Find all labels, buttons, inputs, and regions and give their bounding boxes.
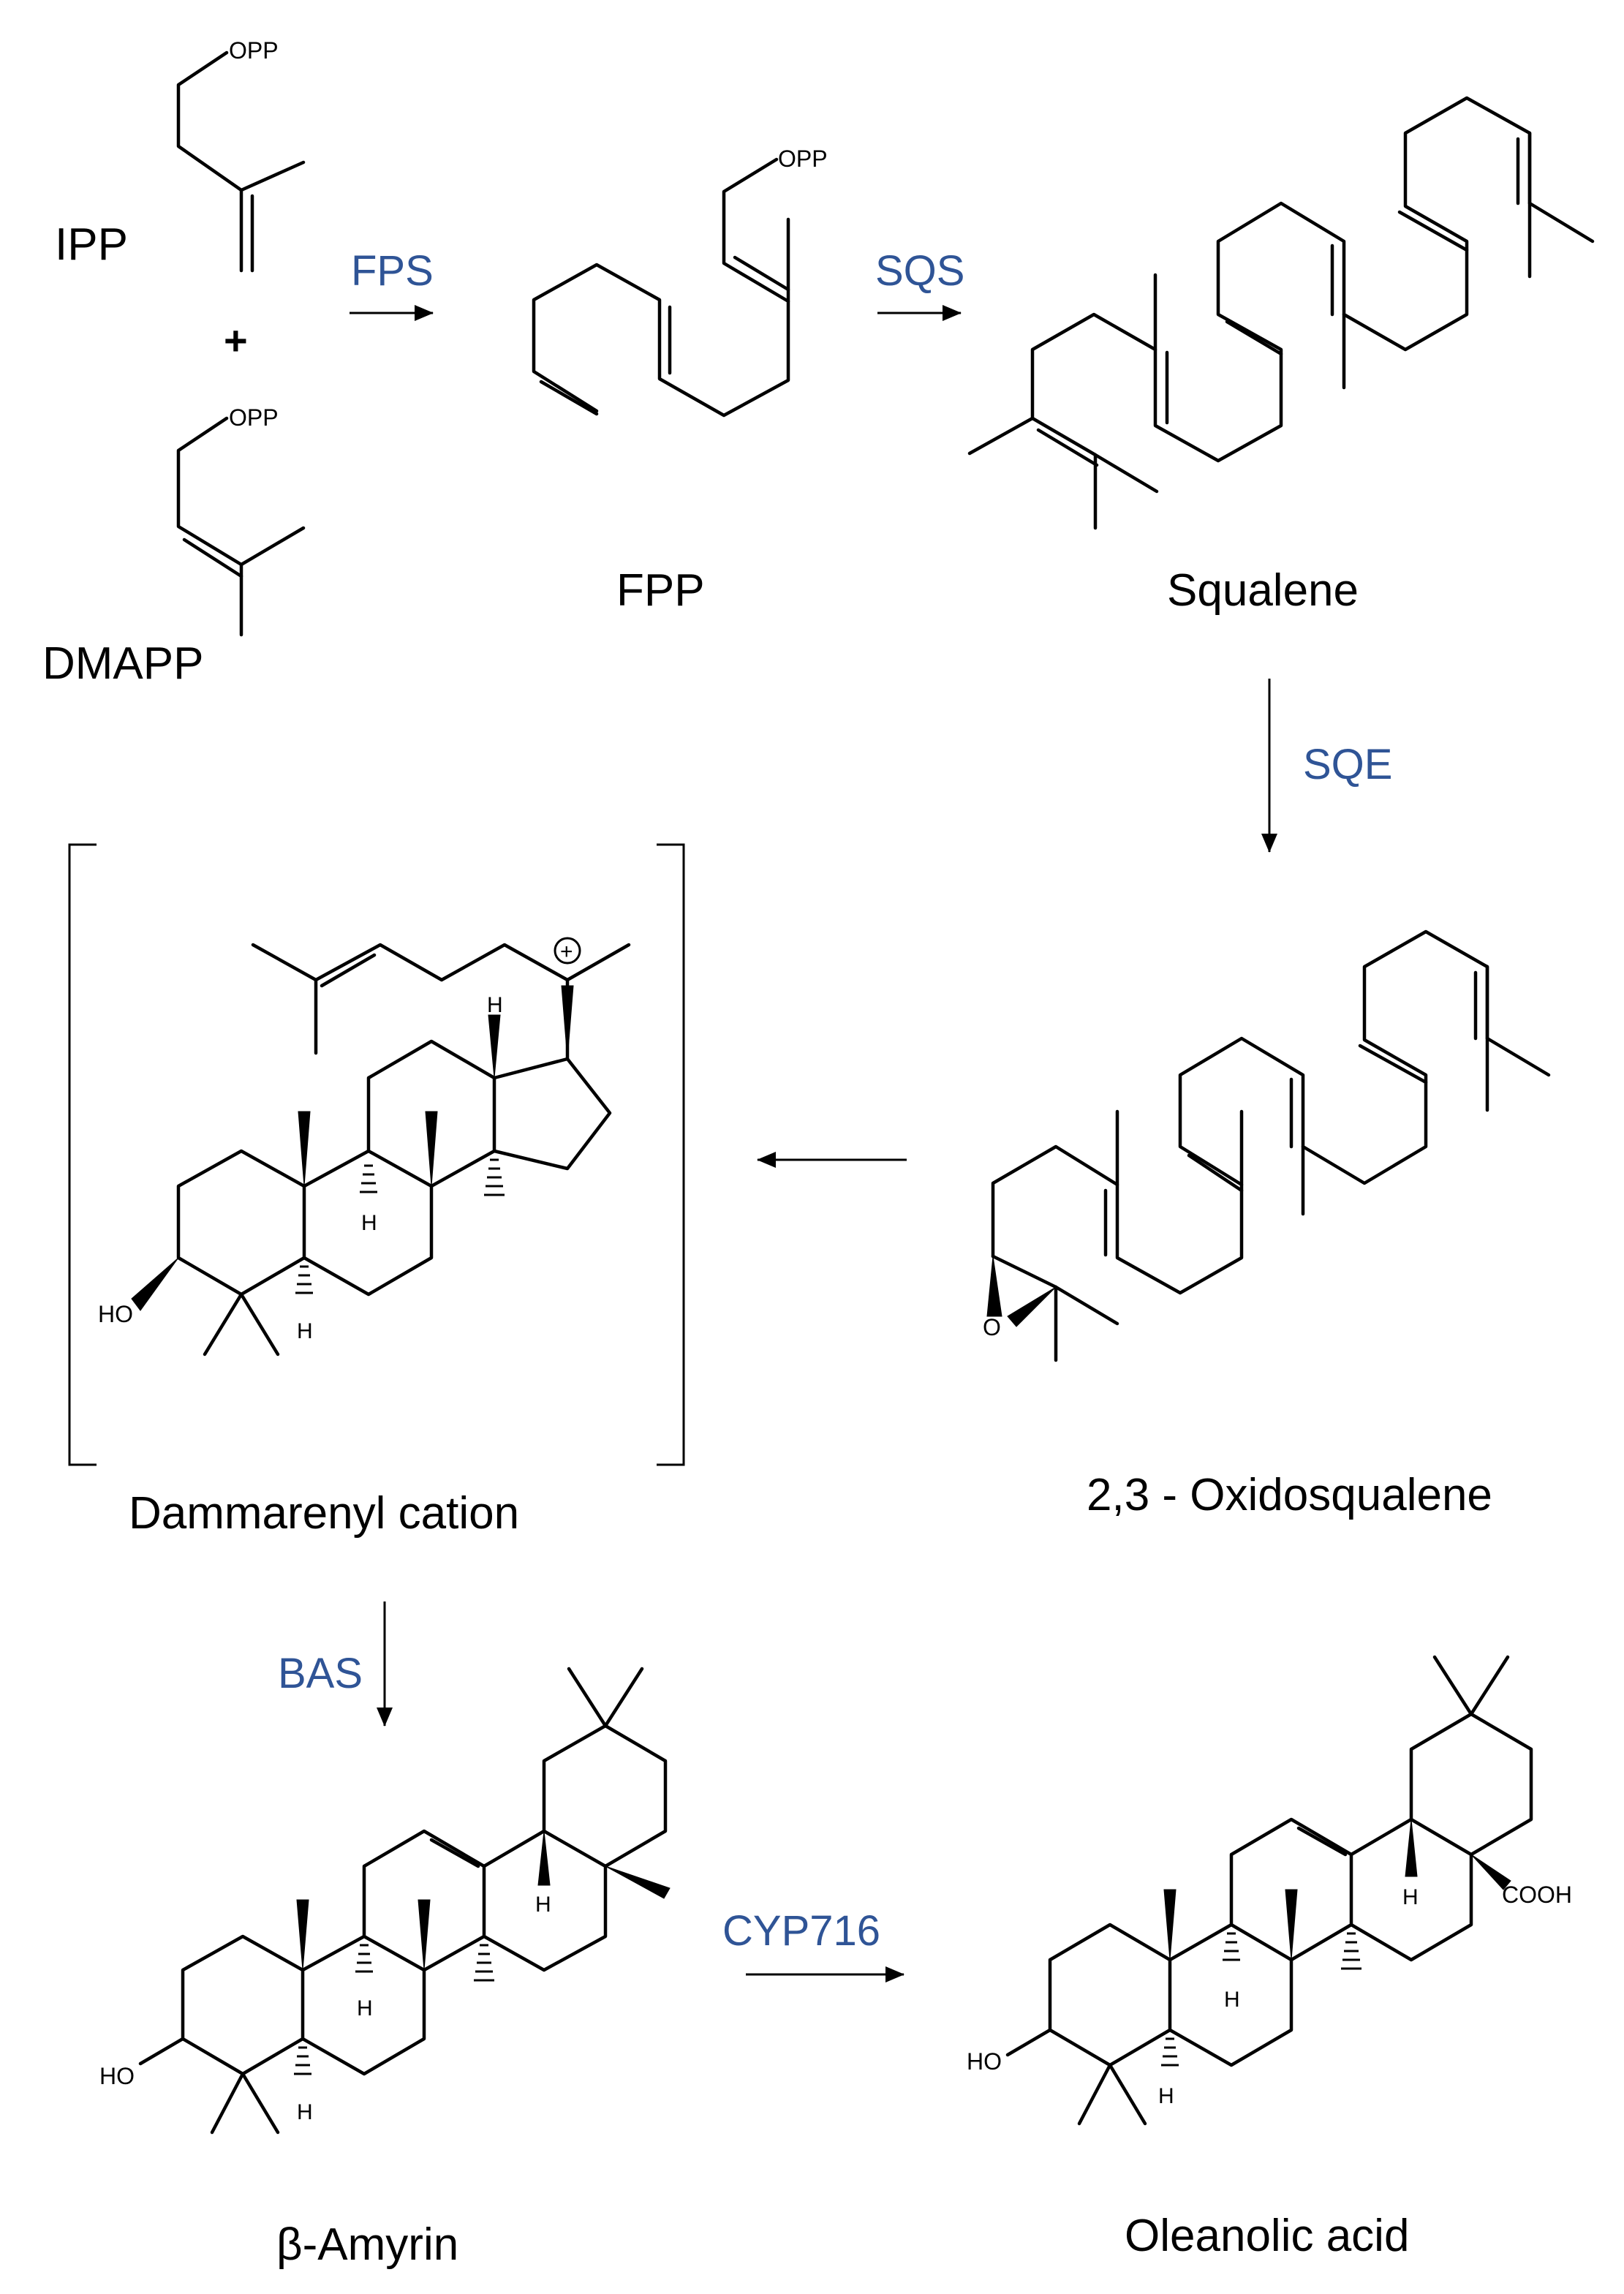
brackets [68,843,685,1466]
compound-dmapp: DMAPP [42,638,203,689]
compound-squalene: Squalene [1167,565,1359,616]
carboxyl-label: COOH [1502,1882,1572,1908]
enzyme-cyp716: CYP716 [722,1907,880,1955]
enzyme-sqe: SQE [1303,741,1393,788]
epoxide-oxygen: O [983,1314,1001,1340]
hydrogen-label: H [297,2100,313,2124]
plus-sign: + [224,317,248,363]
dammarenyl-structure: HO H H H + [98,937,631,1357]
compound-ipp: IPP [55,219,128,270]
compound-fpp: FPP [616,565,705,616]
compound-oxidosqualene: 2,3 - Oxidosqualene [1087,1470,1492,1520]
hydrogen-label: H [535,1893,551,1917]
hydrogen-label: H [361,1211,377,1235]
compound-oleanolic: Oleanolic acid [1125,2211,1409,2261]
oleanolic-structure: HO H H H COOH [967,1655,1572,2126]
dmapp-structure: OPP [176,404,306,637]
hydrogen-label: H [1402,1885,1419,1909]
opp-label: OPP [229,37,279,64]
hydroxyl-label: HO [98,1301,133,1327]
enzyme-bas: BAS [278,1650,363,1697]
fpp-structure: OPP [532,146,828,418]
hydrogen-label: H [357,1996,373,2021]
opp-label: OPP [229,404,279,431]
squalene-structure [967,96,1595,530]
ipp-structure: OPP [176,37,306,273]
charge-plus: + [560,940,573,964]
opp-label: OPP [778,146,828,172]
compound-amyrin: β-Amyrin [276,2219,458,2270]
enzyme-sqs: SQS [875,247,965,295]
hydroxyl-label: HO [967,2048,1002,2075]
amyrin-structure: HO H H H [99,1667,671,2135]
hydroxyl-label: HO [99,2063,135,2089]
hydrogen-label: H [297,1319,313,1343]
hydrogen-label: H [1224,1988,1240,2012]
compound-dammarenyl: Dammarenyl cation [129,1488,519,1539]
oxidosqualene-structure: O [983,929,1551,1362]
enzyme-fps: FPS [351,247,434,295]
hydrogen-label: H [487,993,503,1017]
cation-charge [554,937,581,965]
hydrogen-label: H [1158,2084,1174,2108]
